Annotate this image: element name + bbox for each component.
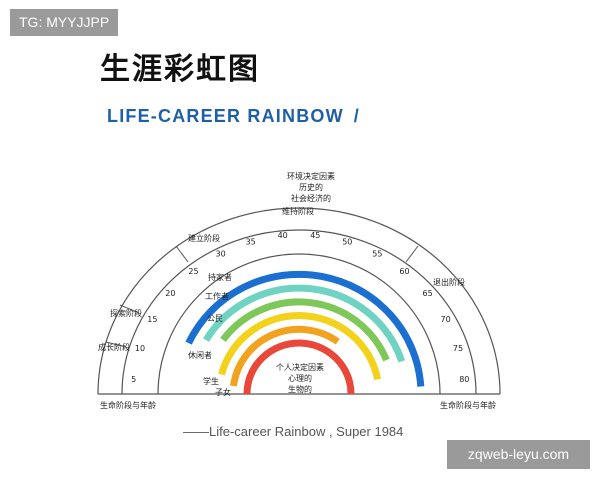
stage-divider-4 xyxy=(405,245,419,263)
age-label-55: 55 xyxy=(372,249,382,258)
maintenance-stage-label: 维持阶段 xyxy=(282,206,314,216)
watermark-site: zqweb-leyu.com xyxy=(447,440,590,469)
personal-determinants-line-2: 心理的 xyxy=(288,373,312,383)
inner-frame-arc xyxy=(157,253,441,395)
age-label-20: 20 xyxy=(165,289,175,298)
age-label-40: 40 xyxy=(278,231,288,240)
role-label-worker: 工作者 xyxy=(205,291,229,301)
caption: ——Life-career Rainbow , Super 1984 xyxy=(183,424,404,439)
personal-determinants-line-1: 个人决定因素 xyxy=(276,362,324,372)
age-label-45: 45 xyxy=(310,231,320,240)
age-labels: 5 10 15 20 25 30 35 40 45 50 55 60 65 70 75 80 xyxy=(131,231,469,384)
role-label-student: 学生 xyxy=(203,376,219,386)
age-label-5: 5 xyxy=(131,375,136,384)
outer-arc xyxy=(97,207,501,395)
stage-divider-2 xyxy=(119,304,140,314)
role-band-0 xyxy=(185,270,425,387)
role-band-2 xyxy=(220,298,390,362)
watermark-tag: TG: MYYJJPP xyxy=(10,9,119,36)
role-band-1 xyxy=(203,284,406,363)
age-label-25: 25 xyxy=(188,267,198,276)
page-title: 生涯彩虹图 xyxy=(100,52,260,87)
axis-label-right: 生命阶段与年龄 xyxy=(440,400,496,410)
personal-determinants-line-3: 生物的 xyxy=(288,384,312,394)
age-label-50: 50 xyxy=(342,237,352,246)
age-label-10: 10 xyxy=(135,344,145,353)
env-determinants-line-2: 历史的 xyxy=(299,182,323,192)
role-band-5 xyxy=(243,339,355,395)
role-label-homemaker: 持家者 xyxy=(208,272,232,282)
age-label-60: 60 xyxy=(399,267,409,276)
role-bands xyxy=(185,270,425,395)
subtitle-slash: / xyxy=(353,106,360,126)
age-label-30: 30 xyxy=(216,249,226,258)
stage-divider-3 xyxy=(175,245,189,263)
subtitle-text: LIFE-CAREER RAINBOW xyxy=(107,106,344,126)
growth-stage-label: 成长阶段 xyxy=(98,342,130,352)
age-label-75: 75 xyxy=(453,344,463,353)
age-arc xyxy=(121,229,477,395)
age-label-35: 35 xyxy=(246,237,256,246)
role-label-leisurite: 休闲者 xyxy=(188,350,212,360)
role-band-3 xyxy=(218,312,382,380)
env-determinants-line-3: 社会经济的 xyxy=(291,193,331,203)
stage-divider-1 xyxy=(105,341,127,348)
age-label-65: 65 xyxy=(423,289,433,298)
role-band-4 xyxy=(230,325,340,387)
subtitle: LIFE-CAREER RAINBOW / xyxy=(107,106,360,127)
role-label-citizen: 公民 xyxy=(207,314,223,323)
establishment-stage-label: 建立阶段 xyxy=(188,233,220,243)
age-label-15: 15 xyxy=(147,315,157,324)
env-determinants-line-1: 环境决定因素 xyxy=(287,171,335,181)
decline-stage-label: 退出阶段 xyxy=(433,277,465,287)
role-label-child: 子女 xyxy=(215,387,231,397)
exploration-stage-label: 探索阶段 xyxy=(110,308,142,318)
age-label-80: 80 xyxy=(459,375,469,384)
axis-label-left: 生命阶段与年龄 xyxy=(100,400,156,410)
age-label-70: 70 xyxy=(441,315,451,324)
